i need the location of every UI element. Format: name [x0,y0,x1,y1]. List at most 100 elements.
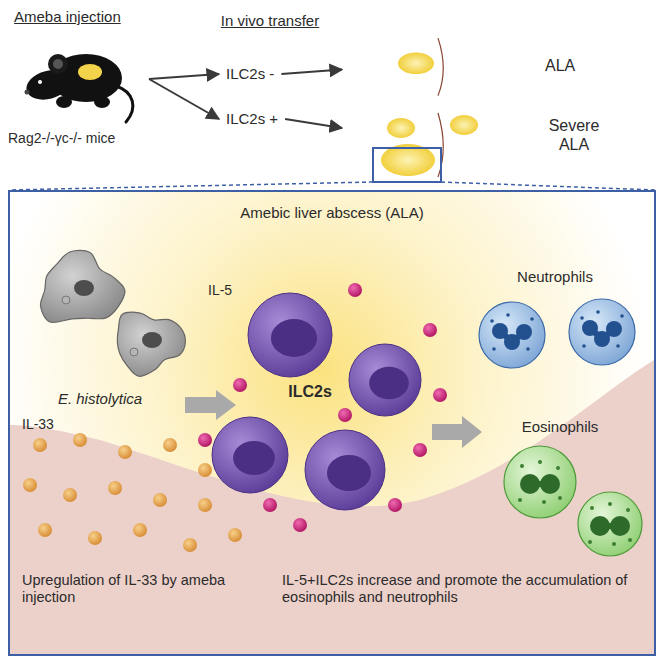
granule [628,538,632,542]
granule [616,344,620,348]
figure-label: Eosinophils [505,418,615,436]
figure-label: ILC2s [280,382,340,401]
ilc2-cell [248,293,332,377]
granule [542,500,546,504]
il33-dot [198,498,212,512]
figure-label: IL-33 [22,416,82,433]
granule [626,508,630,512]
zoom-line [441,182,655,190]
mouse-tail [116,86,133,122]
ilc2-nucleus [233,441,275,475]
node-heading: Amebic liver abscess (ALA) [10,204,654,222]
ilc2-cell [349,344,421,416]
ilc2-cell [305,430,385,510]
granule [492,347,496,351]
granule [490,319,494,323]
mouse-illustration [6,28,146,128]
zoom-line [9,182,373,190]
il33-dot [163,438,177,452]
granule [590,506,594,510]
mouse-head [23,66,73,104]
neutrophil-lobe [606,321,622,337]
granule [558,496,562,500]
ilc2-nucleus [271,319,317,357]
eosinophil-lobe [610,516,630,536]
tissue-ground [10,192,654,654]
ameba-cell [117,312,185,376]
figure-label: Neutrophils [500,268,610,286]
il5-dot [198,433,212,447]
liver-illustration [345,104,535,184]
granule [596,310,600,314]
il33-dot [38,523,52,537]
granule [608,502,612,506]
il33-dot [108,481,122,495]
flow-arrow [432,416,482,448]
node-heading: Severe ALA [541,116,607,154]
eosinophil-lobe [590,516,610,536]
granule [620,314,624,318]
mouse-nose [25,90,30,95]
mouse-ear [48,54,68,74]
il5-dot [263,498,277,512]
abscess [387,118,415,138]
il33-dot [198,463,212,477]
flow-arrow [185,390,236,420]
granule [556,466,560,470]
eosinophil-lobe [540,474,560,494]
ameba-nucleus [74,280,94,296]
mouse-box: Ameba injectionRag2-/-γc-/- mice [6,6,146,152]
granule [588,540,592,544]
arrow-connector [149,79,219,119]
eosinophil-cell [578,492,642,556]
node-caption: IL-5+ILC2s increase and promote the accu… [282,572,644,607]
il33-dot [228,528,242,542]
il33-dot [133,523,147,537]
eosinophil-cell [504,446,576,518]
node-heading: ILC2s - [222,63,278,85]
granule [520,464,524,468]
abscess [398,53,434,75]
il33-dot [23,478,37,492]
il5-dot [388,498,402,512]
il33-dot [73,433,87,447]
abscess [450,115,478,135]
il33-dot [183,538,197,552]
figure-label: IL-5 [208,282,248,299]
mouse-ear-inner [53,59,63,69]
liver-lobe-line [438,38,443,95]
granule [580,316,584,320]
granule [612,542,616,546]
mouse-eye [38,80,42,84]
ilc2-nucleus [327,455,371,491]
arrow-connector [149,74,219,79]
zoom-frame [373,148,441,182]
node-heading: ALA [545,56,595,75]
liver-box: ALA [345,30,600,102]
ameba-cell [40,250,125,322]
il5-dot [233,378,247,392]
il5-dot [348,283,362,297]
eosinophil-lobe [520,474,540,494]
ameba-nucleus [142,332,162,348]
ameba-vacuole [62,296,70,304]
node-heading: Ameba injection [14,8,146,26]
arrow-connector [281,70,342,74]
granule [526,347,530,351]
arrow-connector [285,119,342,128]
liver-illustration [345,30,535,102]
il33-dot [63,488,77,502]
group-label-box: ILC2s + [222,108,282,130]
liver-box: Severe ALA [345,104,635,184]
ameba-vacuole [130,348,138,356]
il33-dot [118,445,132,459]
neutrophil-cell [569,299,635,365]
neutrophil-lobe [582,320,598,336]
il33-dot [153,493,167,507]
granule [582,344,586,348]
granule [518,498,522,502]
node-caption: Upregulation of IL-33 by ameba injection [22,572,232,607]
ilc2-cell [212,417,288,493]
il33-dot [33,438,47,452]
node-caption: Rag2-/-γc-/- mice [8,130,146,147]
